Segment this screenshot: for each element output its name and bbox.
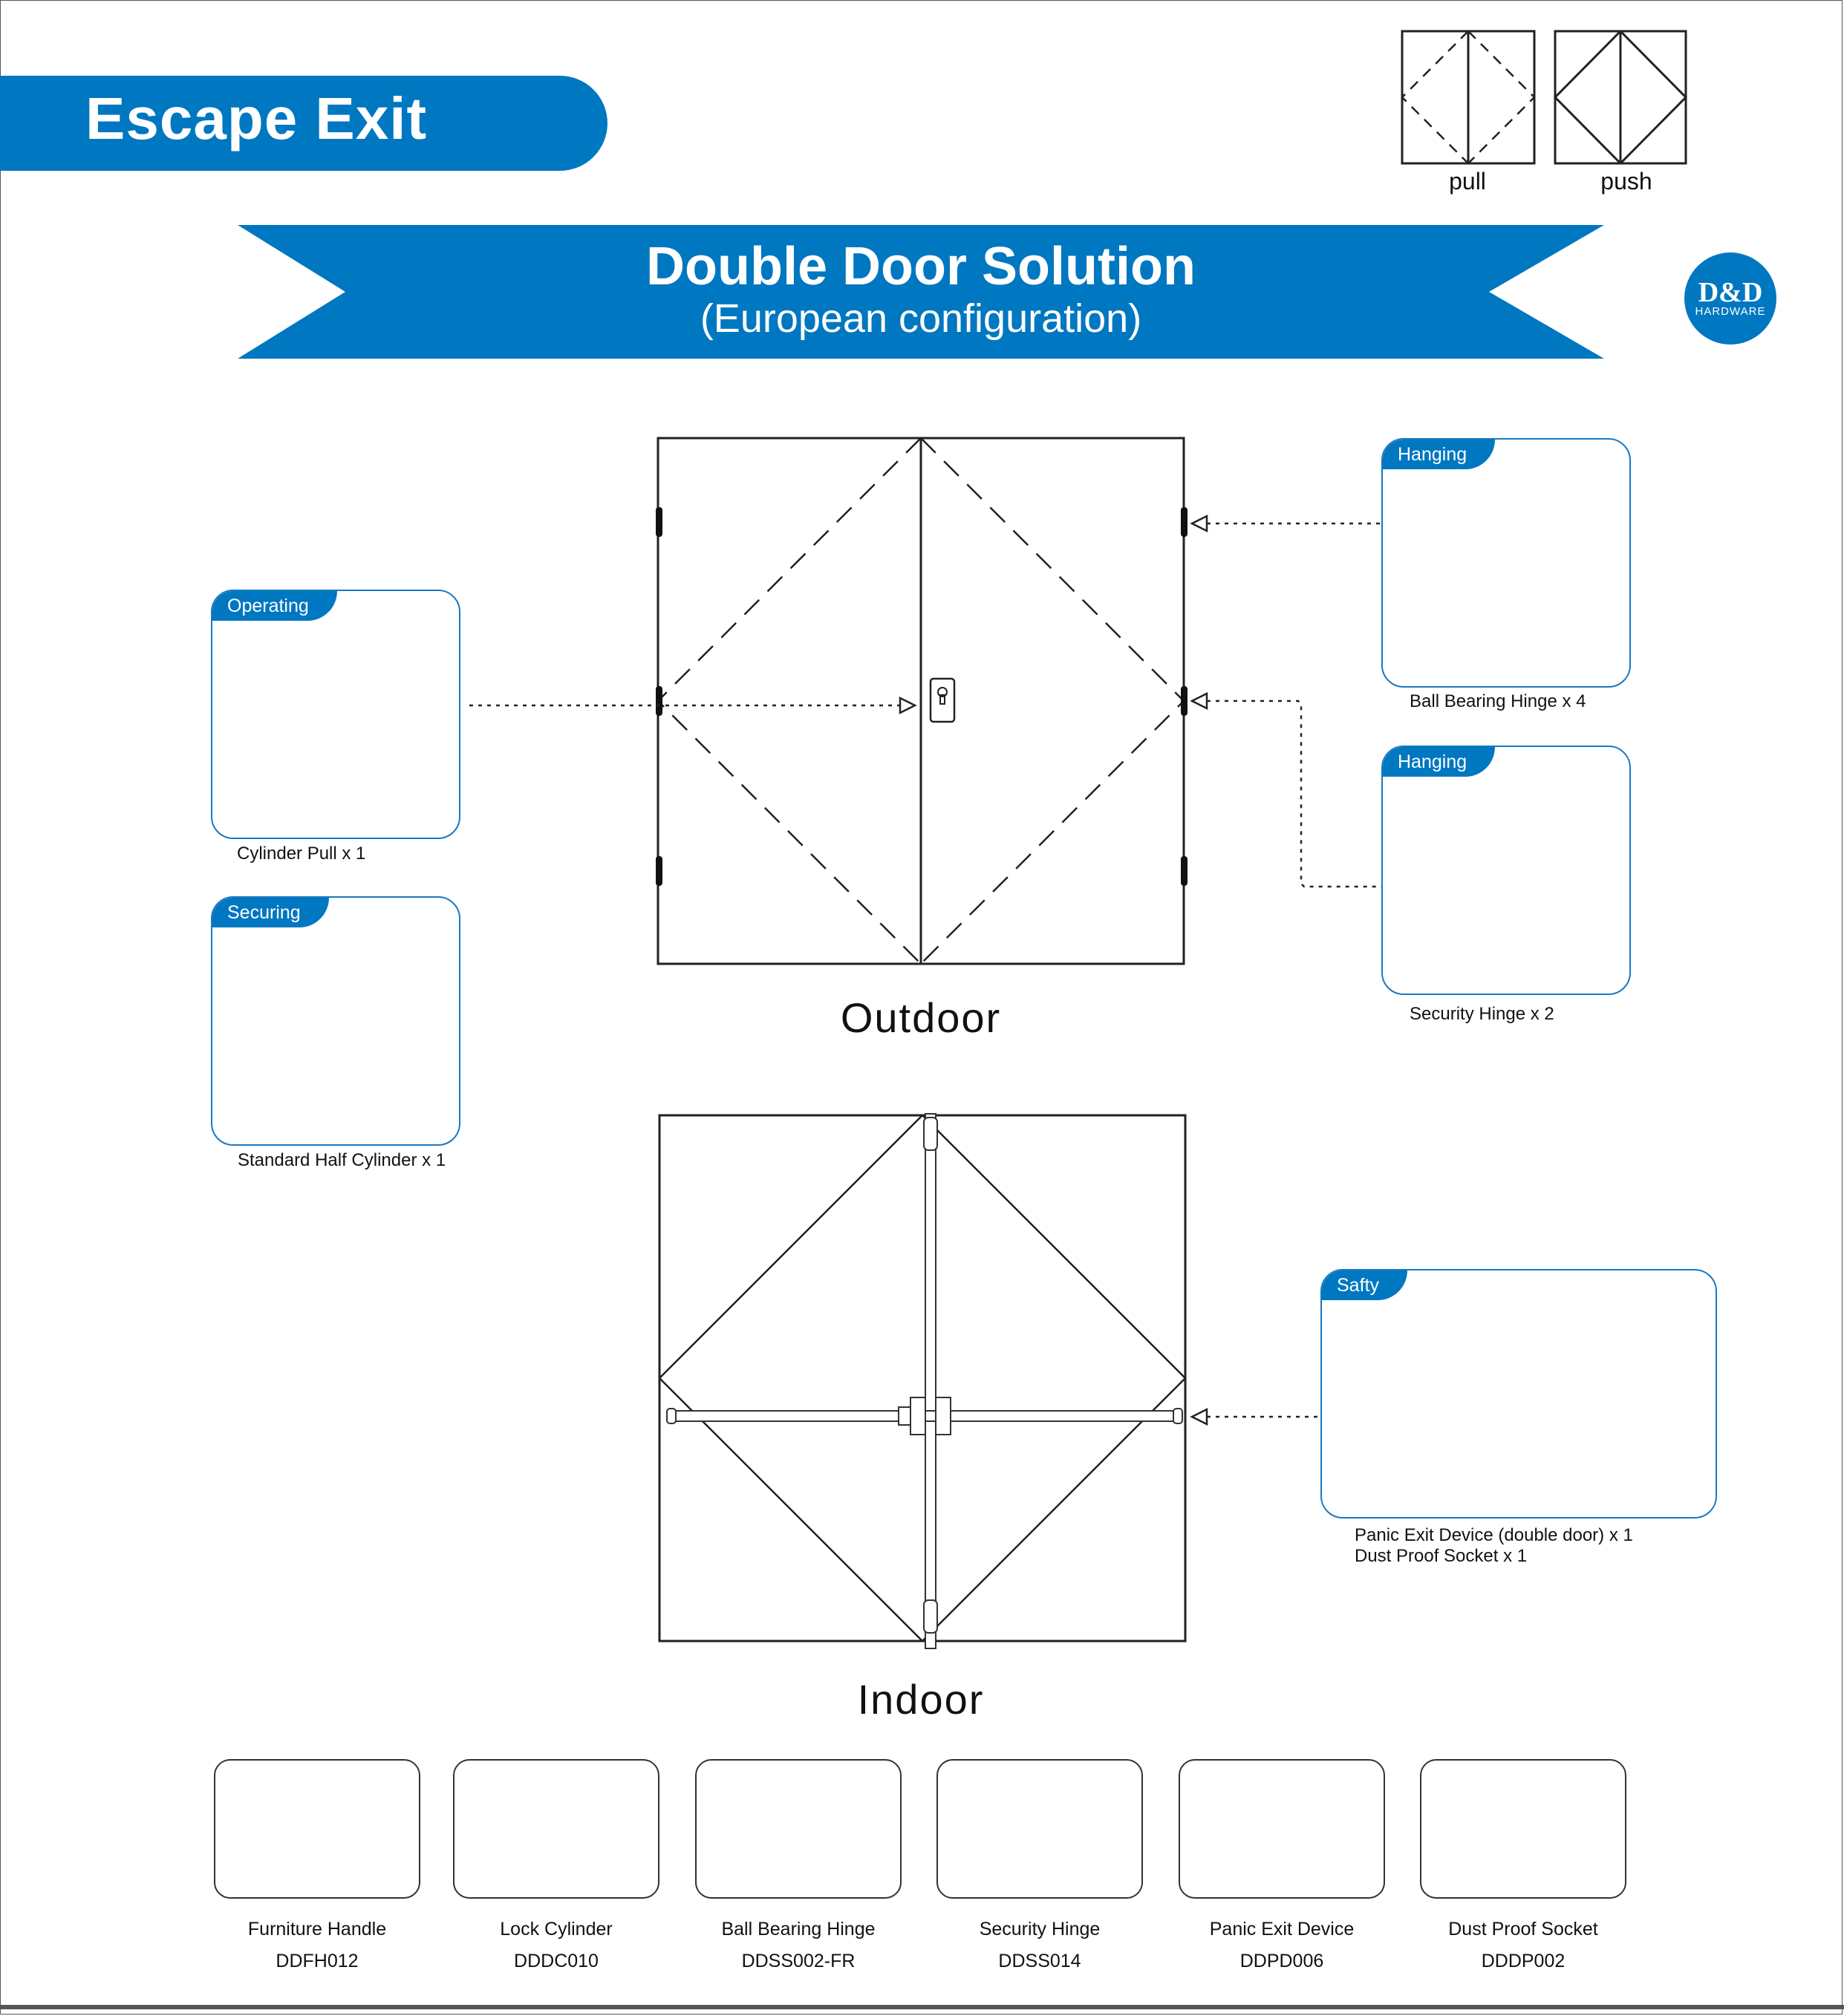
product-code: DDFH012 (276, 1951, 359, 1971)
securing-tag: Securing (212, 898, 329, 927)
hanging-ball-caption: Ball Bearing Hinge x 4 (1410, 691, 1586, 711)
product-name: Lock Cylinder (500, 1919, 613, 1940)
pull-door-icon (1401, 30, 1536, 165)
product-name: Ball Bearing Hinge (721, 1919, 876, 1940)
logo-text: D&D (1698, 277, 1763, 308)
outdoor-label: Outdoor (840, 994, 1002, 1041)
push-label: push (1600, 168, 1652, 195)
hanging-security-tag: Hanging (1383, 747, 1496, 777)
outdoor-door (656, 437, 1187, 965)
product-code: DDPD006 (1239, 1951, 1324, 1971)
ribbon-subtitle: (European configuration) (700, 296, 1142, 341)
hanging-security-card: Hanging (1381, 746, 1631, 995)
product-code: DDDP002 (1481, 1951, 1566, 1971)
product-box-ball-bearing-hinge (695, 1759, 902, 1899)
product-name: Furniture Handle (247, 1919, 387, 1940)
operating-card: Operating (211, 590, 460, 839)
pull-label: pull (1449, 168, 1486, 195)
indoor-connector (1190, 1407, 1320, 1426)
outdoor-connectors (469, 514, 1381, 888)
securing-caption: Standard Half Cylinder x 1 (238, 1150, 446, 1170)
indoor-label: Indoor (857, 1676, 985, 1723)
swing-legend (1401, 30, 1688, 165)
product-name: Security Hinge (979, 1919, 1101, 1940)
safety-caption-line1: Panic Exit Device (double door) x 1 (1355, 1525, 1633, 1545)
indoor-door (658, 1113, 1187, 1649)
section-title: Escape Exit (85, 85, 428, 151)
securing-card: Securing (211, 896, 460, 1146)
title-ribbon (238, 225, 1604, 359)
brand-logo (1684, 252, 1776, 345)
product-box-panic-exit (1179, 1759, 1385, 1899)
operating-caption: Cylinder Pull x 1 (237, 844, 366, 864)
product-name: Panic Exit Device (1209, 1919, 1355, 1940)
operating-tag: Operating (212, 591, 337, 621)
product-box-lock-cylinder (453, 1759, 659, 1899)
logo-subtext: HARDWARE (1695, 305, 1766, 318)
product-code: DDDC010 (514, 1951, 599, 1971)
ribbon-title: Double Door Solution (646, 237, 1196, 296)
safety-caption-line2: Dust Proof Socket x 1 (1355, 1546, 1528, 1566)
hanging-ball-card: Hanging (1381, 438, 1631, 688)
safety-tag: Safty (1322, 1270, 1407, 1300)
safety-card: Safty (1320, 1269, 1717, 1518)
hanging-security-caption: Security Hinge x 2 (1410, 1004, 1554, 1024)
product-box-dust-socket (1420, 1759, 1626, 1899)
hanging-ball-tag: Hanging (1383, 440, 1496, 469)
product-code: DDSS014 (998, 1951, 1081, 1971)
section-tab (0, 76, 607, 171)
bottom-rule (0, 2005, 1844, 2009)
product-code: DDSS002-FR (741, 1951, 856, 1971)
push-door-icon (1553, 30, 1688, 165)
product-box-security-hinge (936, 1759, 1143, 1899)
product-box-furniture-handle (214, 1759, 420, 1899)
product-name: Dust Proof Socket (1448, 1919, 1598, 1940)
